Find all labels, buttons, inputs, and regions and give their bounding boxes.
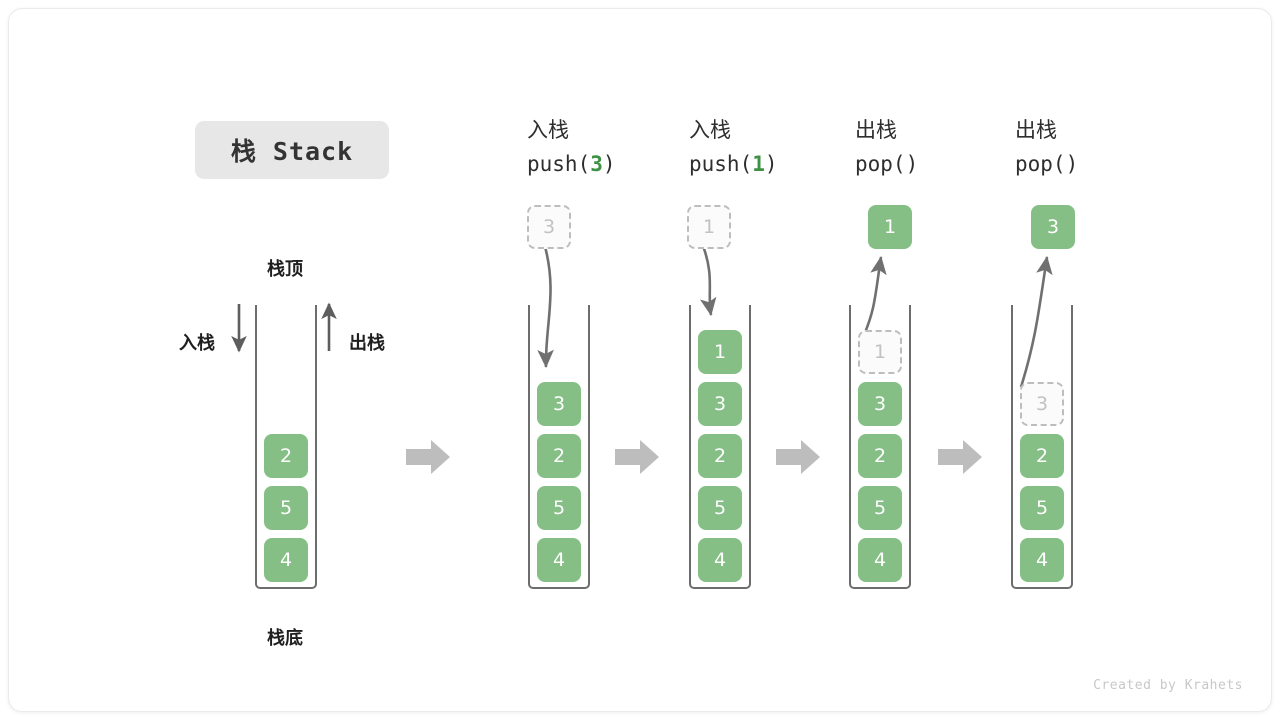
op-code-suffix: ) xyxy=(602,152,616,176)
stack-element: 4 xyxy=(858,538,902,582)
op-label-code: pop() xyxy=(855,147,1015,181)
stack-element: 3 xyxy=(537,382,581,426)
op-code-prefix: pop( xyxy=(855,152,906,176)
op-label-cjk: 入栈 xyxy=(689,118,731,142)
op-code-prefix: pop( xyxy=(1015,152,1066,176)
stack-bottom-label: 栈底 xyxy=(267,628,303,649)
stack-container-step-3 xyxy=(849,305,911,589)
stack-element: 4 xyxy=(264,538,308,582)
stack-element: 5 xyxy=(537,486,581,530)
footer-credit: Created by Krahets xyxy=(1093,678,1243,693)
op-header-push-1: 入栈 push(1) xyxy=(689,113,849,181)
stack-element: 5 xyxy=(1020,486,1064,530)
op-label-code: push(3) xyxy=(527,147,687,181)
diagram-card: 栈 Stack 栈顶 栈底 入栈 出栈 xyxy=(8,8,1272,712)
stack-element: 3 xyxy=(858,382,902,426)
op-code-suffix: ) xyxy=(905,152,919,176)
page-title: 栈 Stack xyxy=(195,121,389,179)
op-code-prefix: push( xyxy=(527,152,591,176)
op-header-pop-3: 出栈 pop() xyxy=(1015,113,1175,181)
stack-container-step-1 xyxy=(528,305,590,589)
outgoing-element: 3 xyxy=(1031,205,1075,249)
stack-element: 4 xyxy=(698,538,742,582)
stack-container-step-4 xyxy=(1011,305,1073,589)
incoming-element-ghost: 1 xyxy=(687,205,731,249)
stack-element: 2 xyxy=(698,434,742,478)
stack-element: 3 xyxy=(698,382,742,426)
op-label-cjk: 出栈 xyxy=(1015,118,1057,142)
outgoing-element: 1 xyxy=(868,205,912,249)
stack-element: 5 xyxy=(858,486,902,530)
op-code-suffix: ) xyxy=(764,152,778,176)
stack-element: 5 xyxy=(698,486,742,530)
push-direction-label: 入栈 xyxy=(179,333,215,354)
stack-element: 2 xyxy=(537,434,581,478)
stack-element: 4 xyxy=(537,538,581,582)
op-header-pop-1: 出栈 pop() xyxy=(855,113,1015,181)
op-label-code: pop() xyxy=(1015,147,1175,181)
stack-element: 5 xyxy=(264,486,308,530)
stack-element: 2 xyxy=(858,434,902,478)
op-label-code: push(1) xyxy=(689,147,849,181)
op-code-prefix: push( xyxy=(689,152,753,176)
stack-element: 2 xyxy=(264,434,308,478)
stack-element: 2 xyxy=(1020,434,1064,478)
stack-element: 1 xyxy=(698,330,742,374)
stack-container-step-2 xyxy=(689,305,751,589)
flow-arrow-1-icon xyxy=(405,437,451,477)
stack-element-ghost: 3 xyxy=(1020,382,1064,426)
op-code-suffix: ) xyxy=(1065,152,1079,176)
flow-arrow-2-icon xyxy=(614,437,660,477)
stack-container-base xyxy=(255,305,317,589)
stack-element-ghost: 1 xyxy=(858,330,902,374)
op-label-cjk: 入栈 xyxy=(527,118,569,142)
op-code-arg: 1 xyxy=(752,152,765,176)
op-code-arg: 3 xyxy=(590,152,603,176)
pop-direction-label: 出栈 xyxy=(349,333,385,354)
stack-element: 4 xyxy=(1020,538,1064,582)
stack-top-label: 栈顶 xyxy=(267,259,303,280)
op-label-cjk: 出栈 xyxy=(855,118,897,142)
flow-arrow-4-icon xyxy=(937,437,983,477)
incoming-element-ghost: 3 xyxy=(527,205,571,249)
flow-arrow-3-icon xyxy=(775,437,821,477)
op-header-push-3: 入栈 push(3) xyxy=(527,113,687,181)
